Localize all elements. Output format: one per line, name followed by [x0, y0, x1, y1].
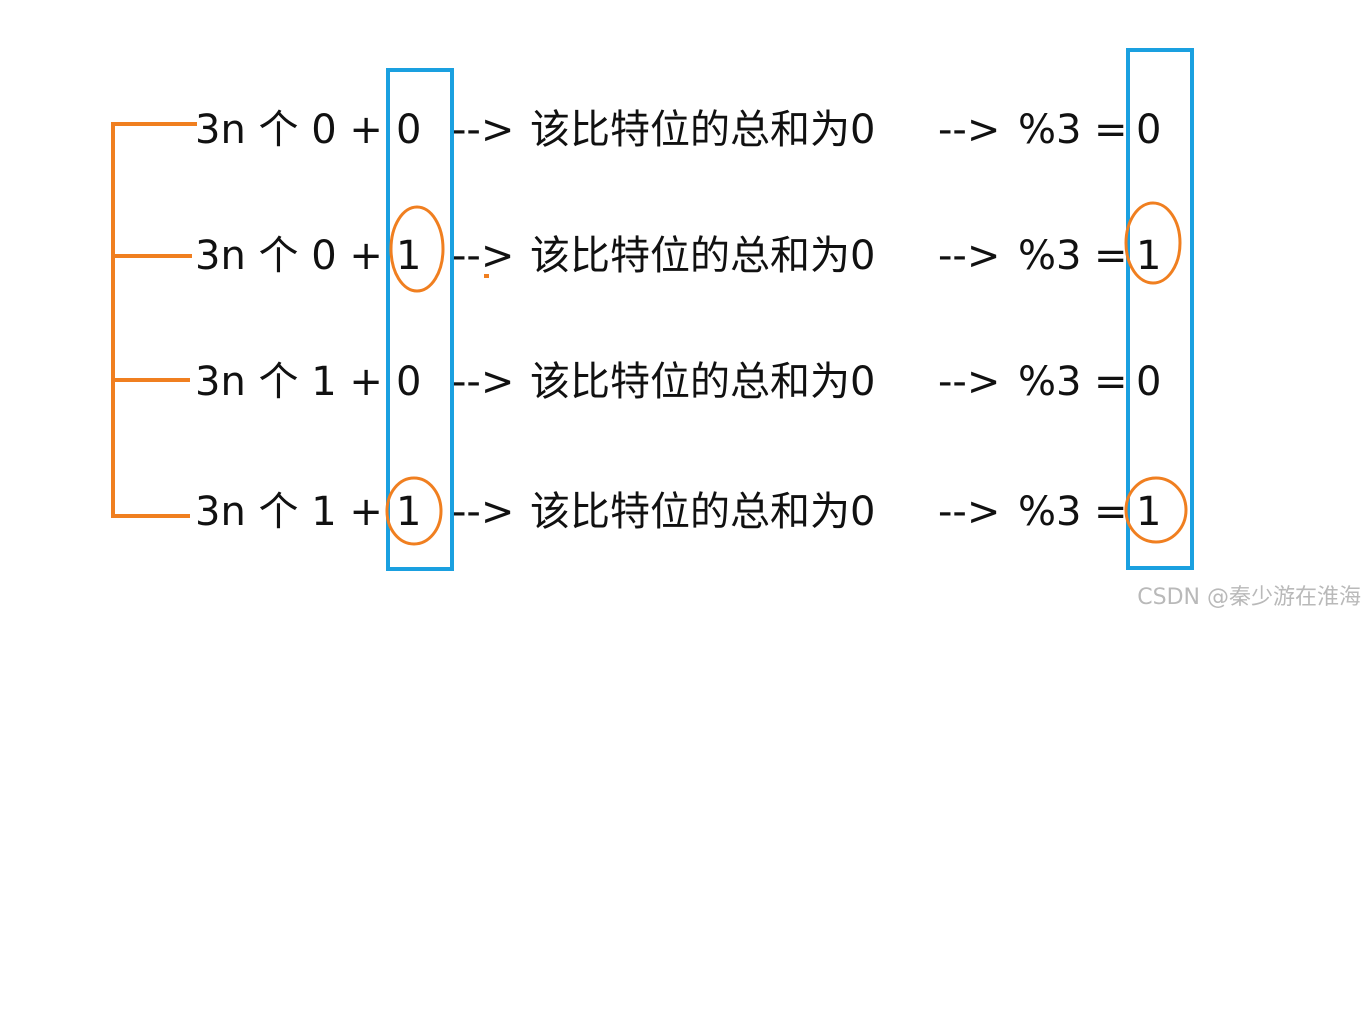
row-2: 3n 个 0 + 1 --> 该比特位的总和为0 --> %3 = 1 — [0, 226, 1367, 286]
row-4-result: 1 — [1136, 489, 1162, 535]
row-2-label: 该比特位的总和为0 — [530, 233, 876, 279]
highlight-box-result-column — [1126, 48, 1194, 570]
row-3-equals: = — [1094, 359, 1128, 405]
row-4-mod: %3 — [1018, 489, 1082, 535]
circle-result-row-2 — [1124, 201, 1182, 285]
bracket — [111, 122, 197, 518]
row-4-equals: = — [1094, 489, 1128, 535]
row-2-arrow-2: --> — [938, 233, 1001, 279]
row-1-mod: %3 — [1018, 107, 1082, 153]
row-2-bit: 1 — [396, 233, 422, 279]
row-2-arrow: --> — [452, 233, 515, 279]
row-1: 3n 个 0 + 0 --> 该比特位的总和为0 --> %3 = 0 — [0, 100, 1367, 160]
row-1-arrow-2: --> — [938, 107, 1001, 153]
row-1-bit: 0 — [396, 107, 422, 153]
row-2-mod: %3 — [1018, 233, 1082, 279]
circle-result-row-4 — [1124, 476, 1188, 544]
row-3-bit: 0 — [396, 359, 422, 405]
row-1-lhs: 3n 个 0 + — [195, 107, 383, 153]
row-2-lhs: 3n 个 0 + — [195, 233, 383, 279]
row-4-label: 该比特位的总和为0 — [530, 489, 876, 535]
row-1-result: 0 — [1136, 107, 1162, 153]
diagram-canvas — [111, 48, 1194, 571]
row-3-arrow-2: --> — [938, 359, 1001, 405]
highlight-box-bit-column — [386, 68, 454, 571]
row-4-arrow-2: --> — [938, 489, 1001, 535]
row-3-lhs: 3n 个 1 + — [195, 359, 383, 405]
row-3-label: 该比特位的总和为0 — [530, 359, 876, 405]
row-2-result: 1 — [1136, 233, 1162, 279]
row-1-equals: = — [1094, 107, 1128, 153]
row-3-mod: %3 — [1018, 359, 1082, 405]
circle-bit-row-2 — [389, 205, 445, 293]
row-4-lhs: 3n 个 1 + — [195, 489, 383, 535]
row-4-bit: 1 — [396, 489, 422, 535]
row-1-label: 该比特位的总和为0 — [530, 107, 876, 153]
watermark: CSDN @秦少游在淮海 — [1137, 585, 1361, 610]
row-3-result: 0 — [1136, 359, 1162, 405]
row-4: 3n 个 1 + 1 --> 该比特位的总和为0 --> %3 = 1 — [0, 482, 1367, 542]
row-3: 3n 个 1 + 0 --> 该比特位的总和为0 --> %3 = 0 — [0, 352, 1367, 412]
circle-bit-row-4 — [385, 476, 443, 546]
row-4-arrow: --> — [452, 489, 515, 535]
stray-dot — [484, 274, 489, 278]
row-2-equals: = — [1094, 233, 1128, 279]
row-1-arrow: --> — [452, 107, 515, 153]
row-3-arrow: --> — [452, 359, 515, 405]
